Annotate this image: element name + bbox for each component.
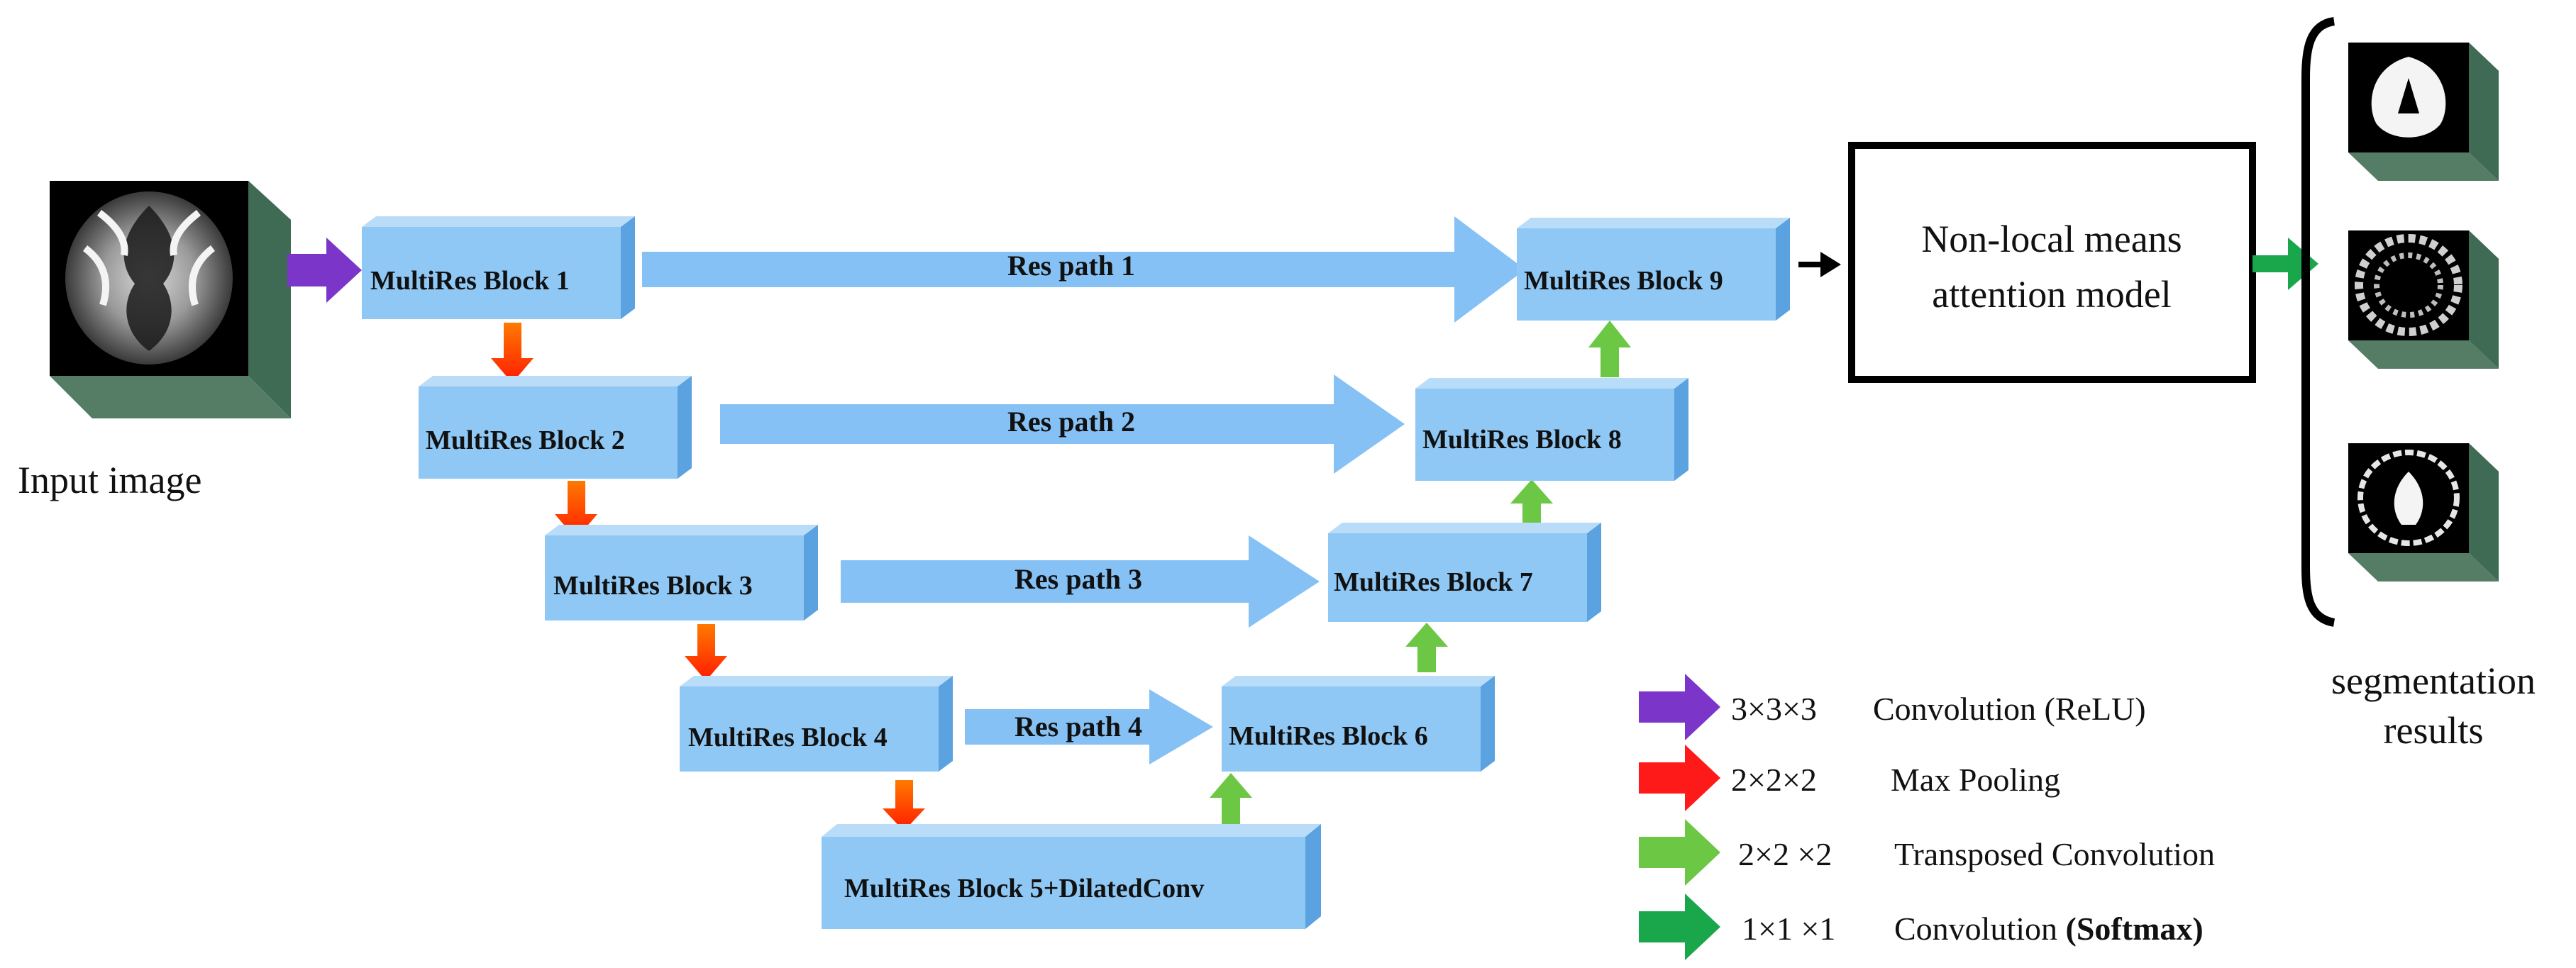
block-4-label: MultiRes Block 4	[688, 723, 888, 752]
input-image-label: Input image	[18, 459, 201, 501]
legend-item-conv-softmax: 1×1 ×1 Convolution (Softmax)	[1639, 894, 2204, 960]
legend: 3×3×3 Convolution (ReLU) 2×2×2 Max Pooli…	[1639, 674, 2215, 960]
brain-white-matter	[82, 210, 216, 306]
seg-white-matter	[2371, 57, 2446, 138]
legend-kernel-conv-relu: 3×3×3	[1731, 691, 1817, 727]
block-6-label: MultiRes Block 6	[1229, 721, 1428, 751]
block-7-label: MultiRes Block 7	[1334, 567, 1533, 597]
block-4: MultiRes Block 4	[680, 676, 953, 772]
block-1: MultiRes Block 1	[362, 216, 635, 319]
legend-item-conv-relu: 3×3×3 Convolution (ReLU)	[1639, 674, 2146, 740]
res-path-2-label: Res path 2	[1007, 406, 1135, 438]
pool-arrow-4	[883, 780, 925, 831]
legend-arrow-conv-softmax	[1639, 894, 1720, 960]
res-path-2-arrow	[720, 374, 1405, 474]
res-path-1: Res path 1	[642, 216, 1525, 323]
segmentation-result-3	[2348, 443, 2499, 582]
res-path-1-label: Res path 1	[1007, 250, 1135, 282]
input-cube-bottom	[50, 376, 291, 418]
seg-csf	[2357, 450, 2460, 546]
legend-kernel-max-pooling: 2×2×2	[1731, 762, 1817, 798]
output-label-line-2: results	[2384, 709, 2484, 752]
block-2: MultiRes Block 2	[419, 376, 692, 479]
legend-kernel-transposed-conv: 2×2 ×2	[1738, 836, 1832, 872]
legend-kernel-conv-softmax: 1×1 ×1	[1742, 911, 1835, 947]
up-arrow-8-9	[1588, 321, 1631, 377]
segmentation-result-1	[2348, 43, 2499, 181]
block-3-label: MultiRes Block 3	[553, 571, 753, 601]
pool-arrow-1	[491, 323, 534, 383]
legend-op-conv-softmax-text: Convolution	[1894, 911, 2066, 947]
input-conv-arrow	[287, 238, 362, 303]
output-bracket	[2301, 17, 2335, 627]
legend-item-max-pooling: 2×2×2 Max Pooling	[1639, 745, 2060, 811]
block-7: MultiRes Block 7	[1328, 523, 1601, 622]
block-8: MultiRes Block 8	[1415, 378, 1688, 481]
up-arrow-5-6	[1210, 773, 1252, 824]
legend-arrow-max-pooling	[1639, 745, 1720, 811]
block-2-label: MultiRes Block 2	[426, 425, 625, 455]
up-arrow-7-8	[1510, 479, 1553, 528]
block-9-label: MultiRes Block 9	[1524, 266, 1723, 296]
up-arrow-6-7	[1405, 623, 1448, 672]
legend-op-conv-softmax: Convolution (Softmax)	[1894, 911, 2204, 947]
legend-item-transposed-conv: 2×2 ×2 Transposed Convolution	[1639, 819, 2215, 886]
input-cube-side	[248, 181, 291, 418]
legend-op-max-pooling: Max Pooling	[1891, 762, 2060, 798]
to-attention-arrow	[1798, 252, 1841, 277]
block-5: MultiRes Block 5+DilatedConv	[822, 824, 1321, 929]
brain-ventricle	[123, 206, 175, 351]
output-label-line-1: segmentation	[2331, 660, 2536, 702]
segmentation-result-2	[2348, 230, 2499, 369]
res-path-4-arrow	[965, 689, 1213, 764]
block-1-label: MultiRes Block 1	[370, 266, 570, 296]
legend-op-transposed-conv: Transposed Convolution	[1894, 836, 2215, 872]
attention-line-1: Non-local means	[1921, 218, 2182, 260]
res-path-3: Res path 3	[841, 535, 1320, 628]
legend-op-softmax-bold: (Softmax)	[2066, 911, 2204, 947]
attention-model-box: Non-local means attention model	[1848, 142, 2256, 383]
res-path-1-arrow	[642, 216, 1525, 323]
input-image	[50, 181, 291, 418]
legend-arrow-conv-relu	[1639, 674, 1720, 740]
pool-arrow-3	[685, 624, 727, 681]
legend-op-conv-relu: Convolution (ReLU)	[1873, 691, 2146, 727]
block-9: MultiRes Block 9	[1517, 218, 1790, 321]
block-5-label: MultiRes Block 5+DilatedConv	[844, 874, 1204, 903]
res-path-3-label: Res path 3	[1015, 563, 1142, 595]
legend-arrow-transposed-conv	[1639, 819, 1720, 886]
seg-gray-matter	[2355, 234, 2462, 336]
block-8-label: MultiRes Block 8	[1422, 425, 1622, 455]
res-path-3-arrow	[841, 535, 1320, 628]
res-path-4-label: Res path 4	[1015, 711, 1142, 742]
res-path-4: Res path 4	[965, 689, 1213, 764]
res-path-2: Res path 2	[720, 374, 1405, 474]
pool-arrow-2	[555, 481, 597, 539]
block-6: MultiRes Block 6	[1222, 676, 1495, 772]
attention-line-2: attention model	[1932, 273, 2171, 316]
block-3: MultiRes Block 3	[545, 525, 818, 621]
